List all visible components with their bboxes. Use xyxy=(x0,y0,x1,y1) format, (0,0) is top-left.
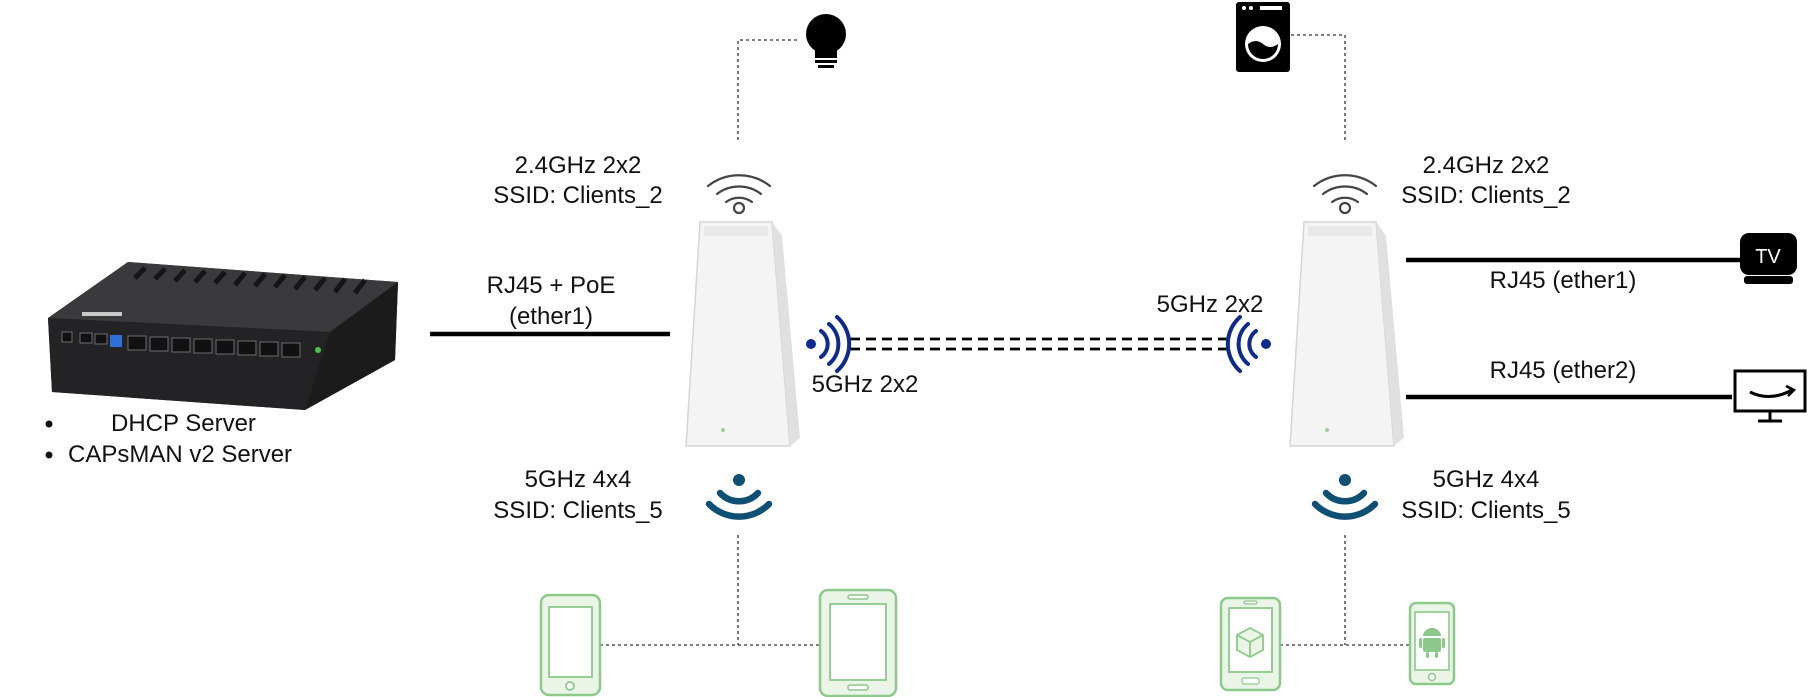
backhaul-antenna-right-icon xyxy=(1225,315,1271,373)
router-feature-list: DHCP Server CAPsMAN v2 Server xyxy=(45,410,292,468)
wifi-5ghz-icon xyxy=(705,474,773,520)
washing-machine-icon xyxy=(1236,2,1290,72)
access-point-left xyxy=(685,221,800,447)
right-clients-link xyxy=(1280,535,1410,646)
wifi-2ghz-icon xyxy=(706,174,772,215)
ap-right-5ghz-band: 5GHz 4x4 xyxy=(1433,466,1540,493)
ap-right-5ghz-ssid: SSID: Clients_5 xyxy=(1401,497,1570,524)
tv-box-label: TV xyxy=(1755,246,1781,268)
ap-right-24ghz-ssid: SSID: Clients_2 xyxy=(1401,182,1570,209)
uplink-port-label: (ether1) xyxy=(509,303,593,330)
backhaul-label-left: 5GHz 2x2 xyxy=(812,371,919,398)
tv-box-icon: TV xyxy=(1740,233,1797,284)
bullet xyxy=(45,451,53,459)
ether1-label: RJ45 (ether1) xyxy=(1490,267,1637,294)
access-point-right xyxy=(1289,221,1404,447)
uplink-label: RJ45 + PoE xyxy=(487,272,616,299)
ap-left-5ghz-band: 5GHz 4x4 xyxy=(525,466,632,493)
ap-left-24ghz-band: 2.4GHz 2x2 xyxy=(515,152,642,179)
ether2-label: RJ45 (ether2) xyxy=(1490,357,1637,384)
phone-app-icon xyxy=(1219,596,1282,692)
bullet xyxy=(45,420,53,428)
router-device xyxy=(48,262,398,410)
smartphone-icon xyxy=(539,593,602,697)
backhaul-link xyxy=(850,337,1230,351)
tablet-icon xyxy=(818,588,898,697)
ap-left-5ghz-ssid: SSID: Clients_5 xyxy=(493,497,662,524)
ap-left-24ghz-ssid: SSID: Clients_2 xyxy=(493,182,662,209)
smart-tv-icon xyxy=(1733,369,1807,423)
feature-dhcp: DHCP Server xyxy=(111,410,256,437)
left-clients-link xyxy=(600,535,820,646)
lightbulb-link xyxy=(737,39,800,140)
washing-machine-link xyxy=(1290,34,1346,140)
feature-capsman: CAPsMAN v2 Server xyxy=(68,441,292,468)
ap-right-24ghz-band: 2.4GHz 2x2 xyxy=(1423,152,1550,179)
android-phone-icon xyxy=(1408,601,1456,686)
wifi-2ghz-icon xyxy=(1312,174,1378,215)
backhaul-label-right: 5GHz 2x2 xyxy=(1157,291,1264,318)
lightbulb-icon xyxy=(806,14,846,68)
backhaul-antenna-left-icon xyxy=(806,315,852,373)
wifi-5ghz-icon xyxy=(1311,474,1379,520)
